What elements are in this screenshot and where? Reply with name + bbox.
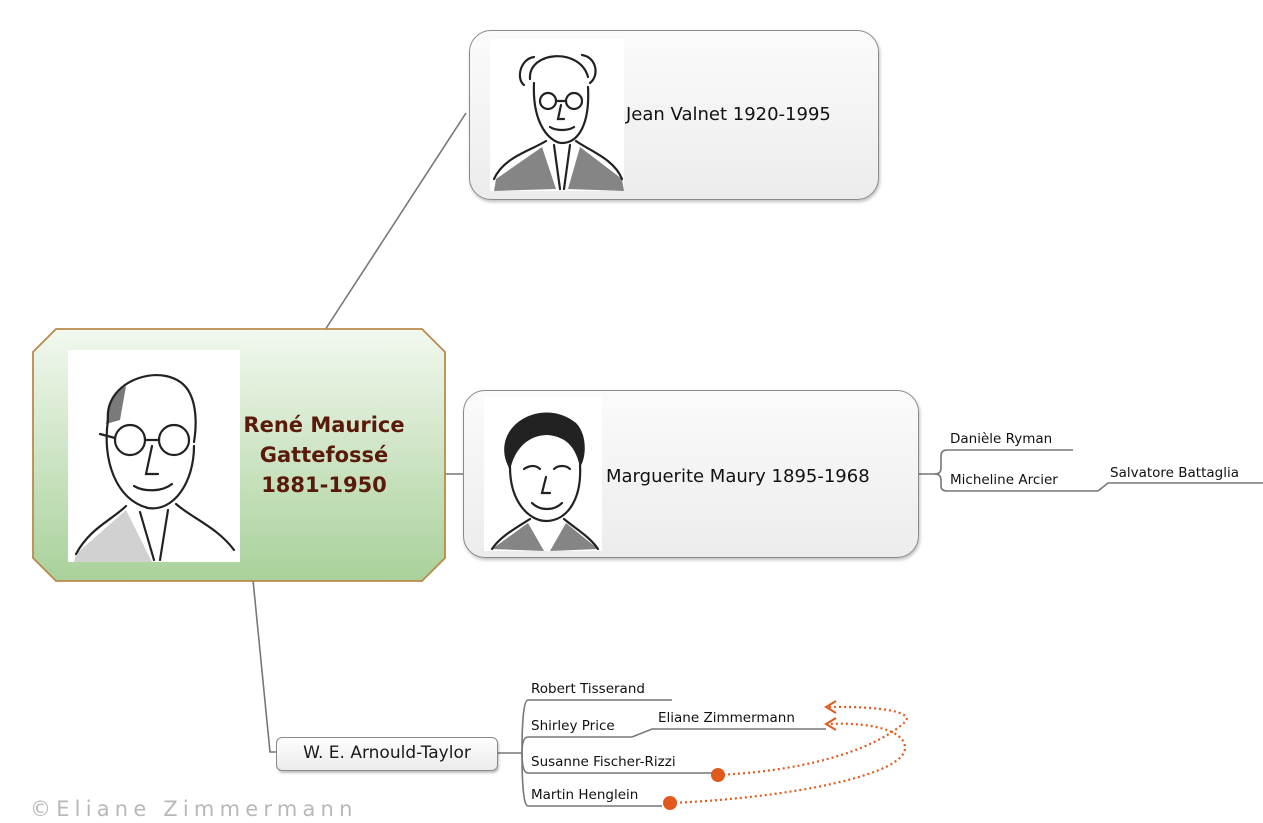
portrait-sketch-icon [484,397,602,551]
node-marguerite-maury[interactable]: Marguerite Maury 1895-1968 [463,390,919,558]
relationship-dot-icon [711,768,725,782]
connector-root-arnould [252,579,278,753]
topic-martin-henglein[interactable]: Martin Henglein [531,787,639,803]
root-title: René Maurice Gattefossé 1881-1950 [232,410,416,500]
root-name-line-1: René Maurice [243,413,405,437]
topic-salvatore-battaglia[interactable]: Salvatore Battaglia [1110,465,1239,481]
portrait-sketch-icon [490,39,624,191]
arrowhead-icon [824,717,837,731]
node-label: Marguerite Maury 1895-1968 [606,466,870,487]
arrowhead-icon [824,700,837,714]
topic-micheline-arcier[interactable]: Micheline Arcier [950,472,1058,488]
node-jean-valnet[interactable]: Jean Valnet 1920-1995 [469,30,879,200]
topic-shirley-price[interactable]: Shirley Price [531,718,615,734]
relationship-dot-icon [663,796,677,810]
root-name-line-2: Gattefossé [259,443,389,467]
copyright-watermark: ©Eliane Zimmermann [30,797,358,821]
connector-root-valnet [324,112,467,331]
topic-susanne-fischer-rizzi[interactable]: Susanne Fischer-Rizzi [531,754,676,770]
topic-daniele-ryman[interactable]: Danièle Ryman [950,431,1053,447]
topic-robert-tisserand[interactable]: Robert Tisserand [531,681,645,697]
portrait-sketch-icon [68,350,240,562]
topic-eliane-zimmermann[interactable]: Eliane Zimmermann [658,710,795,726]
node-arnould-taylor[interactable]: W. E. Arnould-Taylor [276,737,498,771]
root-node-gattefosse[interactable] [32,328,446,582]
relationship-lines [669,705,908,805]
node-label: Jean Valnet 1920-1995 [626,104,831,125]
root-years: 1881-1950 [261,473,387,497]
